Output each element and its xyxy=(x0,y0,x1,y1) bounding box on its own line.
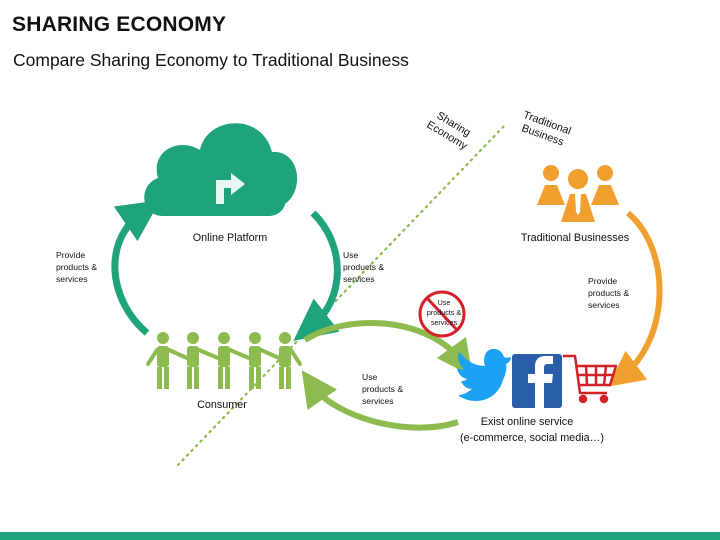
shopping-cart-icon xyxy=(563,354,618,404)
platform-use-line3: services xyxy=(343,274,375,284)
people-group-icon xyxy=(146,332,302,389)
consumer-use-line3: services xyxy=(362,396,394,406)
right-use-arrow xyxy=(293,210,341,341)
consumer-label: Consumer xyxy=(197,399,247,411)
online-platform-label: Online Platform xyxy=(193,232,267,244)
consumer-use-line1: Use xyxy=(362,372,378,382)
blocked-use-text: Use products & services xyxy=(427,298,462,327)
platform-use-text: Use products & services xyxy=(343,250,384,284)
left-provide-text: Provide products & services xyxy=(56,250,97,284)
traditional-provide-arrow xyxy=(607,210,663,387)
cloud-icon xyxy=(144,123,298,216)
consumer-use-line2: products & xyxy=(362,384,403,394)
blocked-use-line2: products & xyxy=(427,308,462,317)
blocked-use-line3: services xyxy=(431,318,458,327)
left-provide-line3: services xyxy=(56,274,88,284)
online-service-line1: Exist online service xyxy=(481,416,573,428)
online-service-label: Exist online service (e-commerce, social… xyxy=(460,416,604,444)
traditional-businesses-label: Traditional Businesses xyxy=(521,232,630,244)
divider-left-label: Sharing Economy xyxy=(424,110,472,153)
platform-use-line2: products & xyxy=(343,262,384,272)
left-provide-line2: products & xyxy=(56,262,97,272)
traditional-provide-line1: Provide xyxy=(588,276,617,286)
share-arrow-icon xyxy=(216,173,245,204)
divider-dotted-line xyxy=(176,123,507,467)
left-provide-line1: Provide xyxy=(56,250,85,260)
blocked-use-line1: Use xyxy=(438,298,451,307)
divider-right-label: Traditional Business xyxy=(520,109,573,149)
slide-title: SHARING ECONOMY xyxy=(12,13,227,36)
consumer-to-service-arrow xyxy=(303,320,473,377)
left-provide-arrow xyxy=(111,200,161,336)
traditional-provide-line2: products & xyxy=(588,288,629,298)
traditional-provide-text: Provide products & services xyxy=(588,276,629,310)
consumer-use-text: Use products & services xyxy=(362,372,403,406)
platform-use-line1: Use xyxy=(343,250,359,260)
twitter-bird-icon xyxy=(457,348,511,401)
facebook-icon xyxy=(512,354,562,408)
online-service-line2: (e-commerce, social media…) xyxy=(460,432,604,444)
prohibited-icon xyxy=(418,290,466,338)
footer-accent-bar xyxy=(0,532,720,540)
service-to-consumer-arrow xyxy=(301,370,459,431)
business-people-icon xyxy=(537,165,619,222)
slide-subtitle: Compare Sharing Economy to Traditional B… xyxy=(13,50,409,70)
traditional-provide-line3: services xyxy=(588,300,620,310)
